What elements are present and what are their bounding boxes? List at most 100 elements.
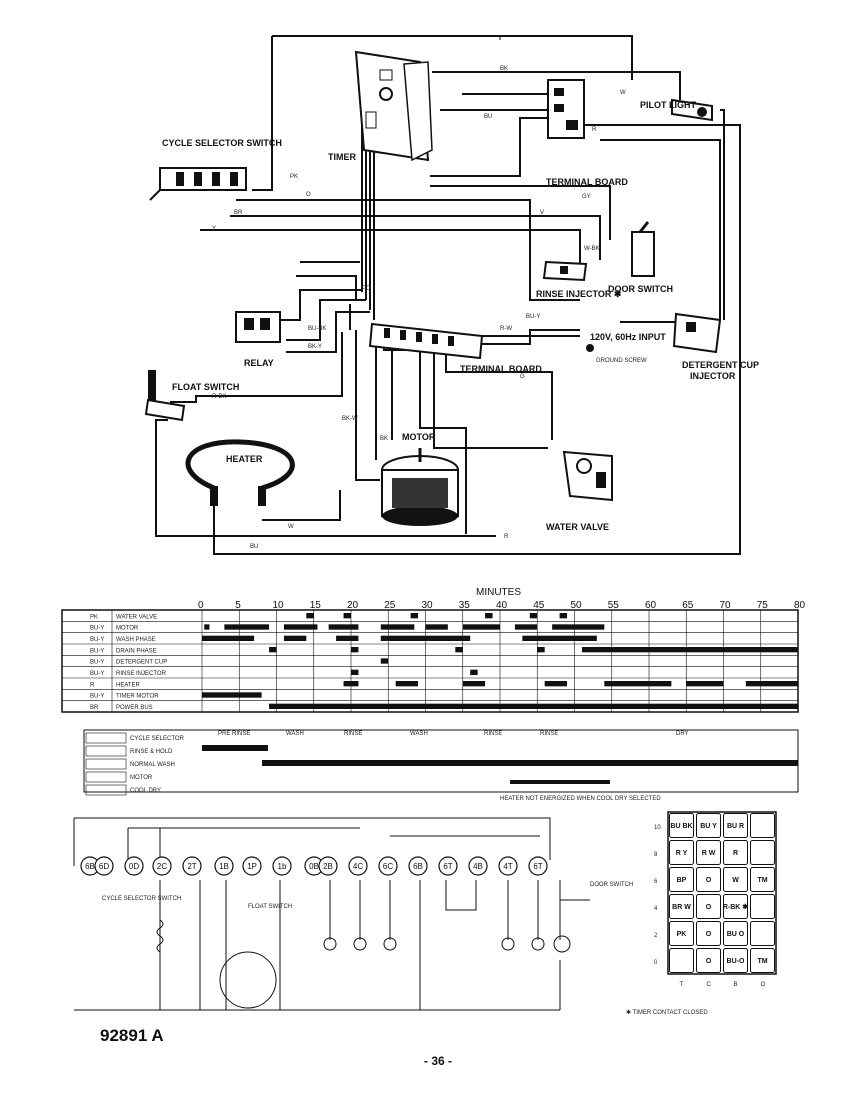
timing-row-wire-color: PK (90, 614, 98, 620)
schematic-terminal (408, 856, 428, 876)
minute-tick-label: 40 (496, 600, 508, 611)
timing-bar (745, 681, 798, 687)
minute-tick-label: 45 (533, 600, 545, 611)
schematic-terminal (468, 856, 488, 876)
wire-code: O (306, 192, 311, 198)
heater-component (185, 439, 295, 506)
timing-bar (224, 624, 270, 630)
wire-code: BK (380, 436, 388, 442)
timer-grid-cell (696, 840, 721, 865)
wire-code: GY (582, 194, 591, 200)
schematic-terminal (182, 856, 202, 876)
timer-grid-cell-label: R-BK ✱ (723, 903, 748, 911)
timing-bars (202, 613, 798, 709)
schematic-terminal-label: 0D (129, 862, 139, 871)
wire-code: BU-BK (308, 326, 326, 332)
timing-row-function: DETERGENT CUP (116, 660, 167, 666)
schematic-terminal-label: 6C (383, 862, 393, 871)
timer-grid-row-number: 8 (654, 852, 658, 858)
timer-grid-cell (750, 921, 775, 946)
timing-bar (604, 681, 672, 687)
timer-grid-row-number: 4 (654, 906, 658, 912)
schematic-terminal (348, 856, 368, 876)
timer-component (354, 50, 433, 162)
schematic-terminal (242, 856, 262, 876)
timer-grid-cell-label: BR W (672, 904, 691, 911)
wire-code: BU-Y (526, 314, 540, 320)
timing-row-wire-color: BU-Y (90, 637, 104, 643)
wire-code: W (288, 524, 294, 530)
legend-switch-label: CYCLE SELECTOR (130, 736, 185, 742)
timing-bar (336, 635, 359, 641)
schematic-terminal (152, 856, 172, 876)
timing-bar (462, 681, 486, 687)
timing-bar (380, 658, 389, 664)
timer-grid-cell-label: BU O (727, 931, 745, 938)
timer-grid-cell (750, 894, 775, 919)
detergent-cup-injector-component (672, 312, 722, 354)
timer-grid-cell (750, 813, 775, 838)
timing-bar (514, 624, 538, 630)
wire-code: BK (500, 66, 508, 72)
timing-row-wire-color: BR (90, 705, 99, 711)
wire-code: BK-W (342, 416, 358, 422)
timing-row-function: TIMER MOTOR (116, 694, 159, 700)
cool-dry-bar (510, 780, 610, 784)
timer-grid-cell-label: O (706, 877, 712, 884)
schematic-terminal-label: 4B (473, 862, 483, 871)
timing-bar (380, 624, 415, 630)
wire-code: V (540, 210, 544, 216)
timer-grid-cell (723, 840, 748, 865)
timing-bar (537, 647, 545, 653)
timing-bar (380, 635, 471, 641)
top-terminal-board (547, 79, 585, 139)
minute-tick-label: 0 (198, 600, 204, 611)
timer-grid-cell (723, 948, 748, 973)
phase-label: WASH (410, 731, 428, 737)
schematic-terminal-label: 1b (278, 862, 287, 871)
timer-grid-cell (750, 840, 775, 865)
wire-code: R-BK (212, 394, 226, 400)
timer-grid-cell (696, 867, 721, 892)
timer-grid-cell (723, 867, 748, 892)
schematic-terminal-label: 4C (353, 862, 363, 871)
label-water-valve: WATER VALVE (546, 522, 609, 532)
timer-grid-col-letter: O (761, 982, 766, 988)
phase-label: PRE RINSE (218, 731, 250, 737)
wire-code: PO (362, 286, 371, 292)
water-valve-component (562, 450, 613, 502)
timing-row-wire-color: BU-Y (90, 671, 104, 677)
legend-switch-label: NORMAL WASH (130, 762, 175, 768)
wire-code: BU (250, 544, 258, 550)
timing-bar (529, 613, 538, 619)
wire-code: R (592, 127, 597, 133)
schematic-terminal-label: 6T (443, 862, 452, 871)
timing-bar (343, 613, 351, 619)
label-pilot-light: PILOT LIGHT (640, 100, 696, 110)
timer-grid-cell (696, 894, 721, 919)
ground-screw-icon (586, 344, 594, 352)
schematic-terminal (438, 856, 458, 876)
wire-code: W (620, 90, 626, 96)
motor-symbol (219, 951, 277, 1009)
timer-grid-cell (669, 894, 694, 919)
timing-bar (410, 613, 419, 619)
wire-code: G (520, 374, 525, 380)
timer-grid-cell (669, 921, 694, 946)
timer-grid-cell (750, 867, 775, 892)
bottom-terminal-board (368, 322, 484, 360)
schematic-terminal (272, 856, 292, 876)
label-ground-screw: GROUND SCREW (596, 358, 647, 364)
timer-grid-row-number: 2 (654, 933, 658, 939)
timer-grid-cell-label: BU-O (727, 958, 745, 965)
timing-bar (202, 692, 262, 698)
timing-bar (351, 669, 359, 675)
wire-code: R-W (500, 326, 512, 332)
schematic-terminal-label: 6B (413, 862, 423, 871)
schematic-terminal-label: 1P (247, 862, 257, 871)
timer-grid-cell (696, 948, 721, 973)
legend-switch-box (85, 771, 127, 783)
legend-switch-box (85, 745, 127, 757)
timing-row-function: WASH PHASE (116, 637, 156, 643)
